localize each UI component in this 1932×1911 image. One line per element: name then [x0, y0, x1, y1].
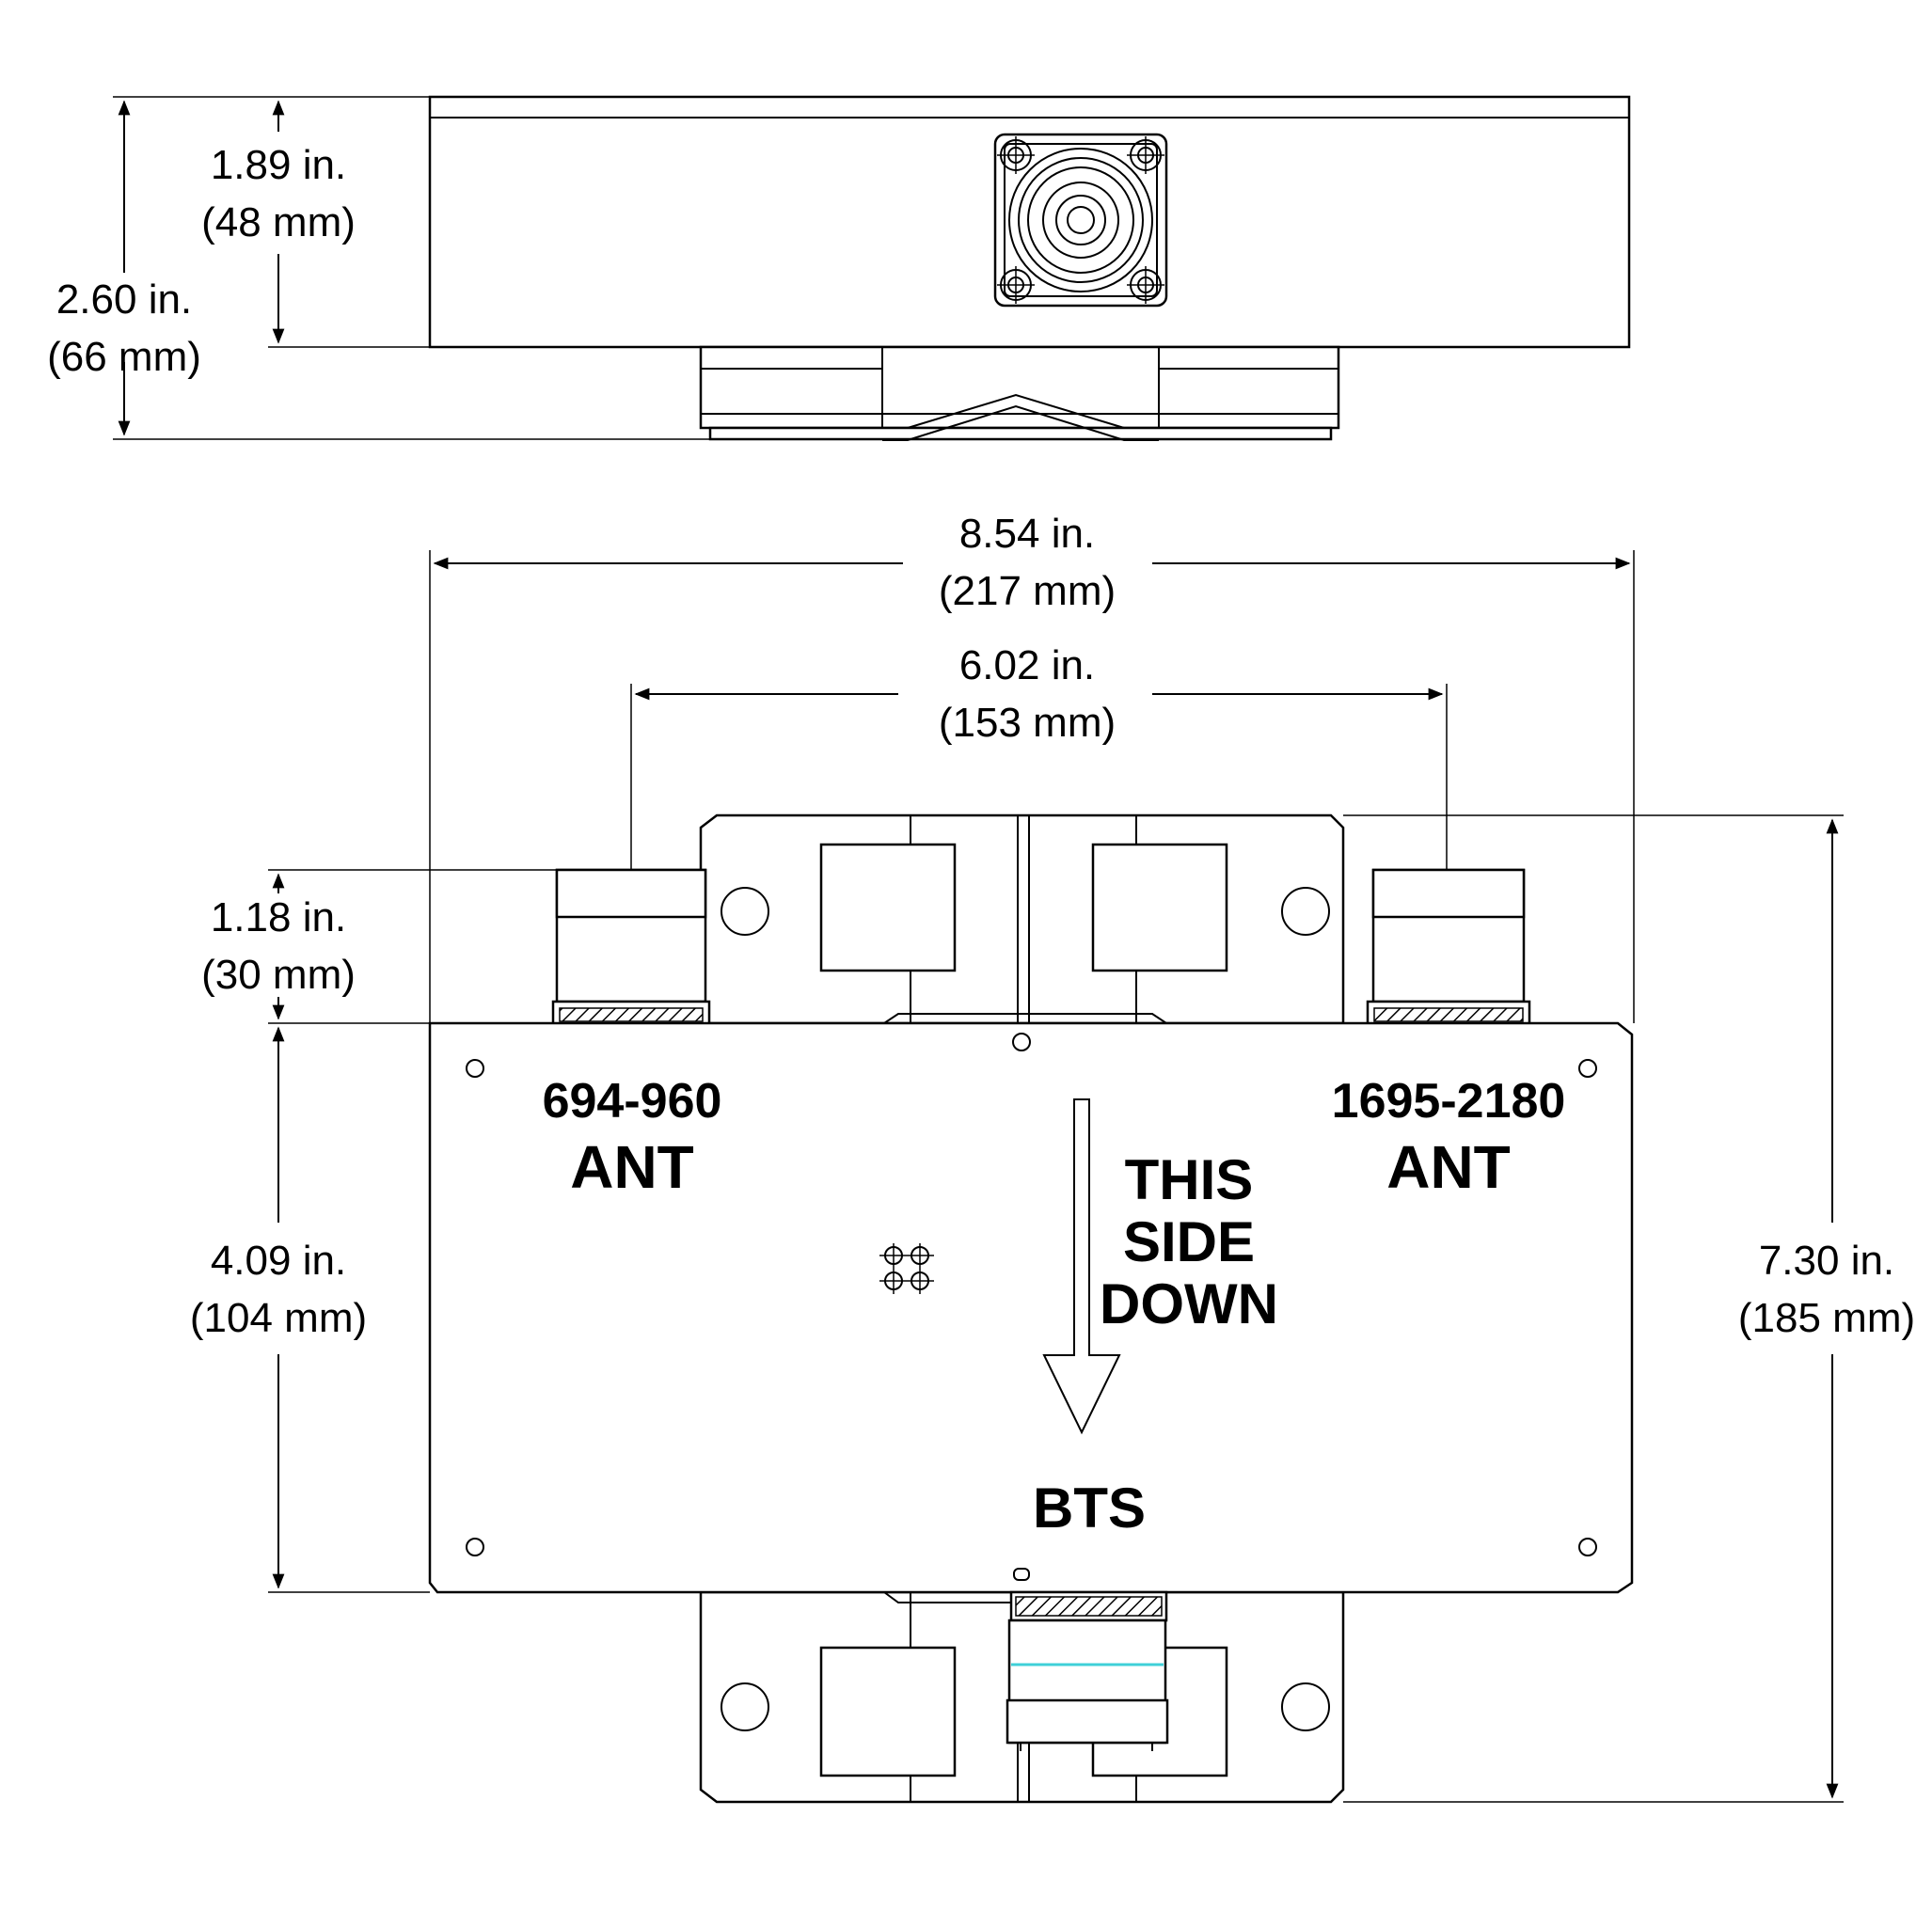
mounting-hole: [1013, 1568, 1030, 1581]
side-view-bracket: [699, 345, 1340, 441]
dim-overall-length-mm: (185 mm): [1738, 1295, 1915, 1341]
left-ant-connector: [551, 868, 711, 1026]
mounting-hole: [1578, 1059, 1597, 1078]
dim-connector-spacing-in: 6.02 in.: [959, 642, 1095, 688]
dim-body-height-in: 1.89 in.: [211, 142, 346, 188]
screw-cluster: [879, 1243, 934, 1294]
mounting-hole: [466, 1059, 484, 1078]
dim-body-height: 1.89 in. (48 mm): [201, 100, 430, 348]
flange-bolt: [997, 136, 1035, 174]
housing: [428, 1021, 1634, 1594]
dim-connector-length-in: 1.18 in.: [211, 894, 346, 940]
flange-bolt: [1127, 266, 1164, 304]
down-arrow-icon: [1042, 1098, 1121, 1435]
top-bracket: [699, 813, 1345, 1025]
dim-total-height-in: 2.60 in.: [56, 276, 192, 323]
dim-total-height-mm: (66 mm): [47, 334, 201, 380]
dim-connector-spacing: 6.02 in. (153 mm): [630, 642, 1448, 870]
port-right-band: 1695-2180: [1332, 1074, 1566, 1129]
flange-bolt: [1127, 136, 1164, 174]
port-left-name: ANT: [570, 1133, 694, 1201]
dim-connector-length: 1.18 in. (30 mm): [201, 869, 557, 1024]
side-view: [428, 95, 1631, 441]
dim-overall-width-mm: (217 mm): [939, 568, 1116, 614]
orientation-text-3: DOWN: [1100, 1272, 1278, 1335]
dim-body-length: 4.09 in. (104 mm): [190, 1026, 430, 1593]
dim-body-height-mm: (48 mm): [201, 199, 356, 245]
dim-connector-length-mm: (30 mm): [201, 952, 356, 998]
orientation-text-2: SIDE: [1123, 1210, 1255, 1273]
side-view-connector: [993, 133, 1168, 308]
dim-overall-width: 8.54 in. (217 mm): [429, 511, 1635, 1023]
port-left-band: 694-960: [543, 1074, 722, 1129]
flange-bolt: [997, 266, 1035, 304]
port-bottom-name: BTS: [1033, 1477, 1146, 1540]
dim-overall-length-in: 7.30 in.: [1759, 1238, 1894, 1284]
dim-overall-length: 7.30 in. (185 mm): [1343, 814, 1915, 1803]
mounting-hole: [1012, 1033, 1031, 1051]
dim-overall-width-in: 8.54 in.: [959, 511, 1095, 557]
dim-connector-spacing-mm: (153 mm): [939, 700, 1116, 746]
mounting-hole: [466, 1538, 484, 1556]
dim-body-length-mm: (104 mm): [190, 1295, 367, 1341]
dim-body-length-in: 4.09 in.: [211, 1238, 346, 1284]
right-ant-connector: [1366, 868, 1531, 1026]
top-view: 694-960 ANT 1695-2180 ANT THIS SIDE DOWN…: [428, 813, 1634, 1804]
mounting-hole: [1578, 1538, 1597, 1556]
bts-connector: [1006, 1590, 1169, 1751]
dim-total-height: 2.60 in. (66 mm): [47, 96, 715, 440]
orientation-text-1: THIS: [1125, 1148, 1254, 1211]
port-right-name: ANT: [1386, 1133, 1511, 1201]
